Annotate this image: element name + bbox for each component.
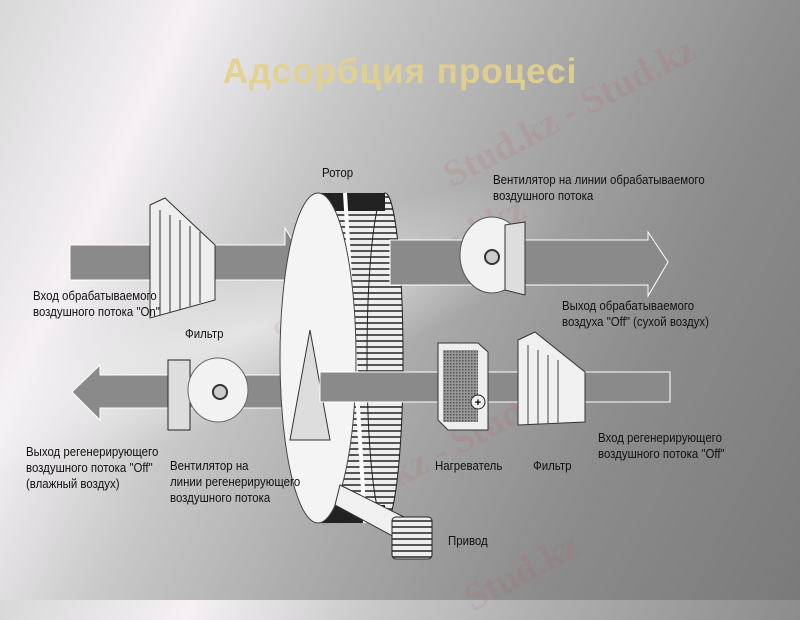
label-filter-left: Фильтр bbox=[185, 326, 224, 341]
regen-filter-icon bbox=[517, 331, 586, 426]
label-drive: Привод bbox=[448, 533, 488, 548]
slide-title: Адсорбция процесі bbox=[222, 52, 578, 91]
regen-fan-icon bbox=[167, 357, 249, 431]
adsorption-diagram: + bbox=[69, 192, 671, 560]
rotor-icon bbox=[279, 192, 404, 524]
label-rotor: Ротор bbox=[322, 165, 354, 180]
label-heater: Нагреватель bbox=[435, 458, 503, 473]
process-filter-icon bbox=[149, 197, 216, 319]
regen-inlet-duct bbox=[319, 371, 671, 403]
svg-text:+: + bbox=[475, 397, 481, 409]
heater-icon: + bbox=[437, 342, 489, 431]
process-fan-icon bbox=[459, 216, 526, 296]
drive-icon bbox=[334, 484, 433, 560]
process-outlet-arrow bbox=[389, 230, 669, 298]
label-filter-right: Фильтр bbox=[533, 458, 572, 473]
